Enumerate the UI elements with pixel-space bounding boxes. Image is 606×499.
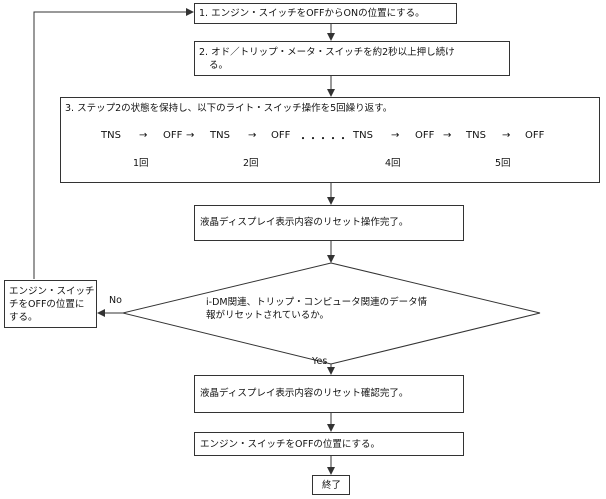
decision-text-line1: i-DM関連、トリップ・コンピュータ関連のデータ情 xyxy=(206,297,428,308)
seq-tns-4: TNS xyxy=(353,130,373,141)
step-1-text: 1. エンジン・スイッチをOFFからONの位置にする。 xyxy=(199,8,425,19)
end-box: 終了 xyxy=(312,475,350,495)
decision-text-line2: 報がリセットされているか。 xyxy=(206,310,330,321)
seq-arrow-1b: → xyxy=(186,130,195,141)
step-3-box: 3. ステップ2の状態を保持し、以下のライト・スイッチ操作を5回繰り返す。 xyxy=(60,97,600,183)
step-2-text-line1: 2. オド／トリップ・メータ・スイッチを約2秒以上押し続け xyxy=(199,47,455,58)
no-label: No xyxy=(109,295,122,306)
seq-off-5: OFF xyxy=(525,130,545,141)
reset-complete-box: 液晶ディスプレイ表示内容のリセット操作完了。 xyxy=(194,205,464,241)
seq-tns-1: TNS xyxy=(101,130,121,141)
seq-arrow-4: → xyxy=(391,130,400,141)
side-text-line3: する。 xyxy=(9,312,38,323)
side-text-line1: エンジン・スイッチ xyxy=(9,286,95,297)
step-1-box: 1. エンジン・スイッチをOFFからONの位置にする。 xyxy=(194,3,457,24)
engine-off-text: エンジン・スイッチをOFFの位置にする。 xyxy=(200,439,381,450)
seq-arrow-2: → xyxy=(248,130,257,141)
seq-off-4: OFF xyxy=(415,130,435,141)
seq-arrow-1: → xyxy=(139,130,148,141)
seq-arrow-4b: → xyxy=(443,130,452,141)
yes-label: Yes xyxy=(312,356,328,367)
cycle-label-4: 4回 xyxy=(385,158,401,169)
cycle-label-2: 2回 xyxy=(243,158,259,169)
reset-confirm-box: 液晶ディスプレイ表示内容のリセット確認完了。 xyxy=(194,375,464,413)
end-text: 終了 xyxy=(322,480,342,491)
engine-off-box: エンジン・スイッチをOFFの位置にする。 xyxy=(194,432,464,456)
seq-off-1: OFF xyxy=(163,130,183,141)
step-2-text-line2: る。 xyxy=(209,60,229,71)
step-2-box: 2. オド／トリップ・メータ・スイッチを約2秒以上押し続け る。 xyxy=(194,41,510,76)
seq-tns-5: TNS xyxy=(466,130,486,141)
seq-arrow-5: → xyxy=(502,130,511,141)
seq-tns-2: TNS xyxy=(210,130,230,141)
side-action-box: エンジン・スイッチ チをOFFの位置に する。 xyxy=(4,280,97,328)
reset-confirm-text: 液晶ディスプレイ表示内容のリセット確認完了。 xyxy=(200,388,409,399)
seq-dots: ・・・・・ xyxy=(298,134,348,145)
reset-complete-text: 液晶ディスプレイ表示内容のリセット操作完了。 xyxy=(200,217,409,228)
decision-diamond xyxy=(122,262,541,365)
step-3-text: 3. ステップ2の状態を保持し、以下のライト・スイッチ操作を5回繰り返す。 xyxy=(65,103,393,114)
side-text-line2: チをOFFの位置に xyxy=(9,299,85,310)
seq-off-2: OFF xyxy=(271,130,291,141)
loop-back-line xyxy=(33,8,194,279)
cycle-label-1: 1回 xyxy=(133,158,149,169)
cycle-label-5: 5回 xyxy=(495,158,511,169)
